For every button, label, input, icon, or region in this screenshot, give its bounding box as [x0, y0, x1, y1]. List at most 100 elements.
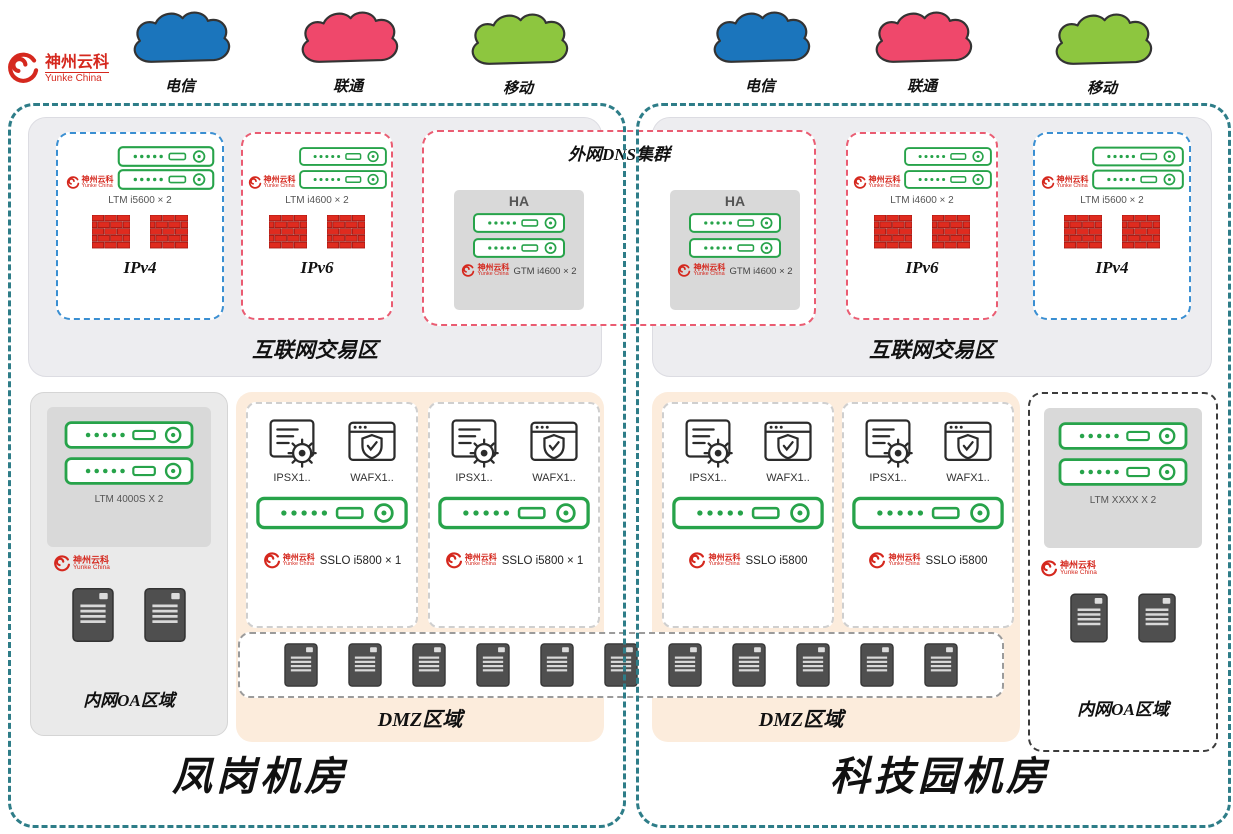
device-label: LTM i5600 × 2 [1080, 195, 1144, 206]
brand-swirl-icon [853, 176, 867, 190]
server-icon [668, 643, 702, 687]
brand-subtitle: Yunke China [81, 183, 113, 190]
appliance-icon [904, 146, 992, 167]
sslo-appliance-icon [438, 494, 590, 532]
brand-name: 神州云科 [693, 263, 726, 272]
server-icon [412, 643, 446, 687]
server-icon [860, 643, 894, 687]
ltm-cluster-box: LTM XXXX X 2 [1044, 408, 1202, 548]
brand-subtitle: Yunke China [693, 271, 725, 278]
dmz-zone-label: DMZ区域 [758, 709, 844, 731]
appliance-stack [904, 146, 992, 190]
appliance-icon [60, 421, 198, 449]
brand-name: 神州云科 [73, 554, 110, 565]
brand-swirl-icon [461, 264, 475, 278]
appliance-icon [904, 169, 992, 190]
brand-subtitle: Yunke China [263, 183, 295, 190]
cloud-label: 电信 [744, 79, 775, 95]
firewall-row [874, 215, 970, 249]
brand-name: 神州云科 [868, 174, 901, 184]
waf-cell: WAFX1.. [522, 416, 586, 484]
appliance-icon [117, 169, 215, 190]
brand-subtitle: Yunke China [73, 564, 110, 572]
oa-zone-label: 内网OA区域 [83, 691, 175, 710]
cloud-telecom-2: 电信 [698, 6, 822, 96]
server-icon [1138, 592, 1176, 644]
ips-label: IPSX1.. [273, 472, 311, 484]
sslo-appliance-icon [852, 494, 1004, 532]
brand-swirl-icon [53, 555, 71, 573]
waf-cell: WAFX1.. [936, 416, 1000, 484]
brand-swirl-icon [445, 552, 463, 570]
brand-swirl-icon [688, 552, 706, 570]
server-icon [144, 587, 186, 643]
brand-text: 神州云科 Yunke China [45, 54, 110, 84]
cloud-label: 电信 [164, 79, 195, 95]
ha-label: HA [724, 193, 746, 209]
brand-subtitle: Yunke China [45, 71, 110, 84]
cloud-icon [861, 6, 983, 74]
firewall-row [92, 215, 188, 249]
sslo-appliance-icon [256, 494, 408, 532]
gtm-device-label: GTM i4600 × 2 [513, 265, 577, 277]
ips-cell: IPSX1.. [856, 416, 920, 484]
appliance-stack [117, 146, 215, 190]
oa-zone-label: 内网OA区域 [1077, 700, 1169, 719]
ips-icon [265, 416, 319, 470]
server-icon [284, 643, 318, 687]
cloud-label: 联通 [332, 79, 363, 95]
brand-name: 神州云科 [708, 552, 741, 562]
cloud-icon [287, 6, 409, 74]
cloud-icon [457, 8, 579, 76]
brand-swirl-icon [66, 176, 80, 190]
firewall-icon [1122, 215, 1160, 249]
appliance-icon [467, 238, 571, 258]
server-icon [72, 587, 114, 643]
cloud-unicom-1: 联通 [286, 6, 410, 96]
waf-cell: WAFX1.. [340, 416, 404, 484]
server-icon [796, 643, 830, 687]
brand-subtitle: Yunke China [464, 561, 496, 568]
ha-label: HA [508, 193, 530, 209]
appliance-icon [299, 169, 387, 190]
brand-subtitle: Yunke China [708, 561, 740, 568]
server-row [1030, 592, 1216, 644]
appliance-icon [1092, 146, 1184, 167]
firewall-icon [327, 215, 365, 249]
brand-name: 神州云科 [81, 174, 114, 184]
cloud-telecom-1: 电信 [118, 6, 242, 96]
internet-zone-label: 互联网交易区 [869, 338, 995, 362]
firewall-icon [932, 215, 970, 249]
appliance-icon [683, 238, 787, 258]
ips-label: IPSX1.. [455, 472, 493, 484]
brand-swirl-icon [6, 52, 40, 86]
device-label: LTM 4000S X 2 [94, 494, 164, 505]
cloud-label: 移动 [1086, 81, 1117, 97]
firewall-icon [269, 215, 307, 249]
protocol-label: IPv4 [123, 258, 157, 277]
brand-swirl-icon [1041, 176, 1055, 190]
dmz-zone-label: DMZ区域 [377, 709, 463, 731]
brand-name: 神州云科 [282, 552, 315, 562]
appliance-icon [117, 146, 215, 167]
ips-cell: IPSX1.. [260, 416, 324, 484]
ips-icon [447, 416, 501, 470]
brand-swirl-icon [1040, 560, 1058, 578]
appliance-stack [299, 146, 387, 190]
brand-swirl-icon [263, 552, 281, 570]
